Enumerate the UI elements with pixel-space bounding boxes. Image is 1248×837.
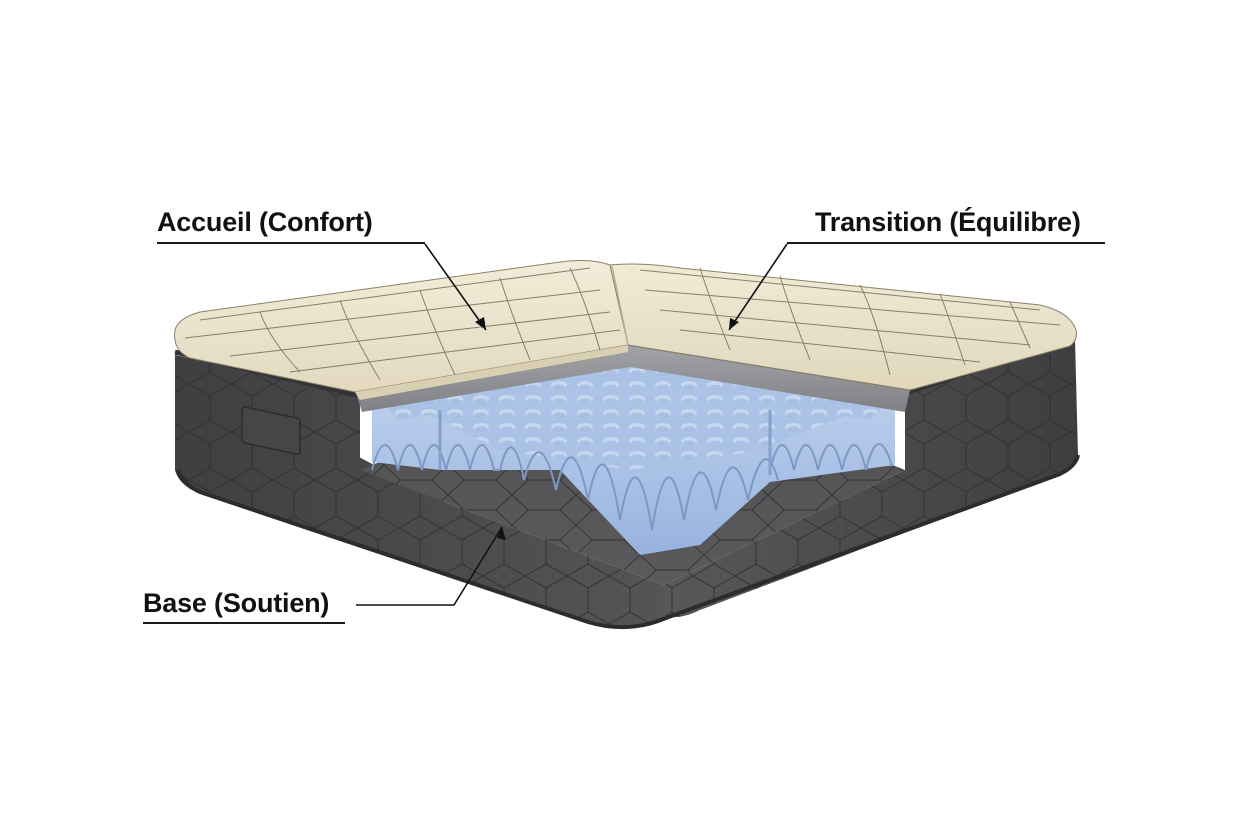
- label-transition: Transition (Équilibre): [815, 207, 1081, 237]
- base-arrow-icon: [497, 527, 506, 540]
- transition-arrow-icon: [729, 318, 739, 330]
- handle-strap: [241, 406, 301, 455]
- label-comfort-underline: [157, 242, 425, 244]
- base-leader-line: [356, 526, 503, 606]
- callout-lines: [356, 243, 788, 606]
- comfort-layer: [174, 260, 1077, 400]
- comfort-arrow-icon: [475, 317, 486, 330]
- label-transition-underline: [787, 242, 1105, 244]
- arrowheads: [475, 317, 739, 540]
- label-base-underline: [143, 622, 345, 624]
- label-base: Base (Soutien): [143, 588, 330, 618]
- transition-leader-line: [728, 243, 788, 331]
- label-comfort: Accueil (Confort): [157, 207, 373, 237]
- comfort-leader-line: [424, 243, 487, 331]
